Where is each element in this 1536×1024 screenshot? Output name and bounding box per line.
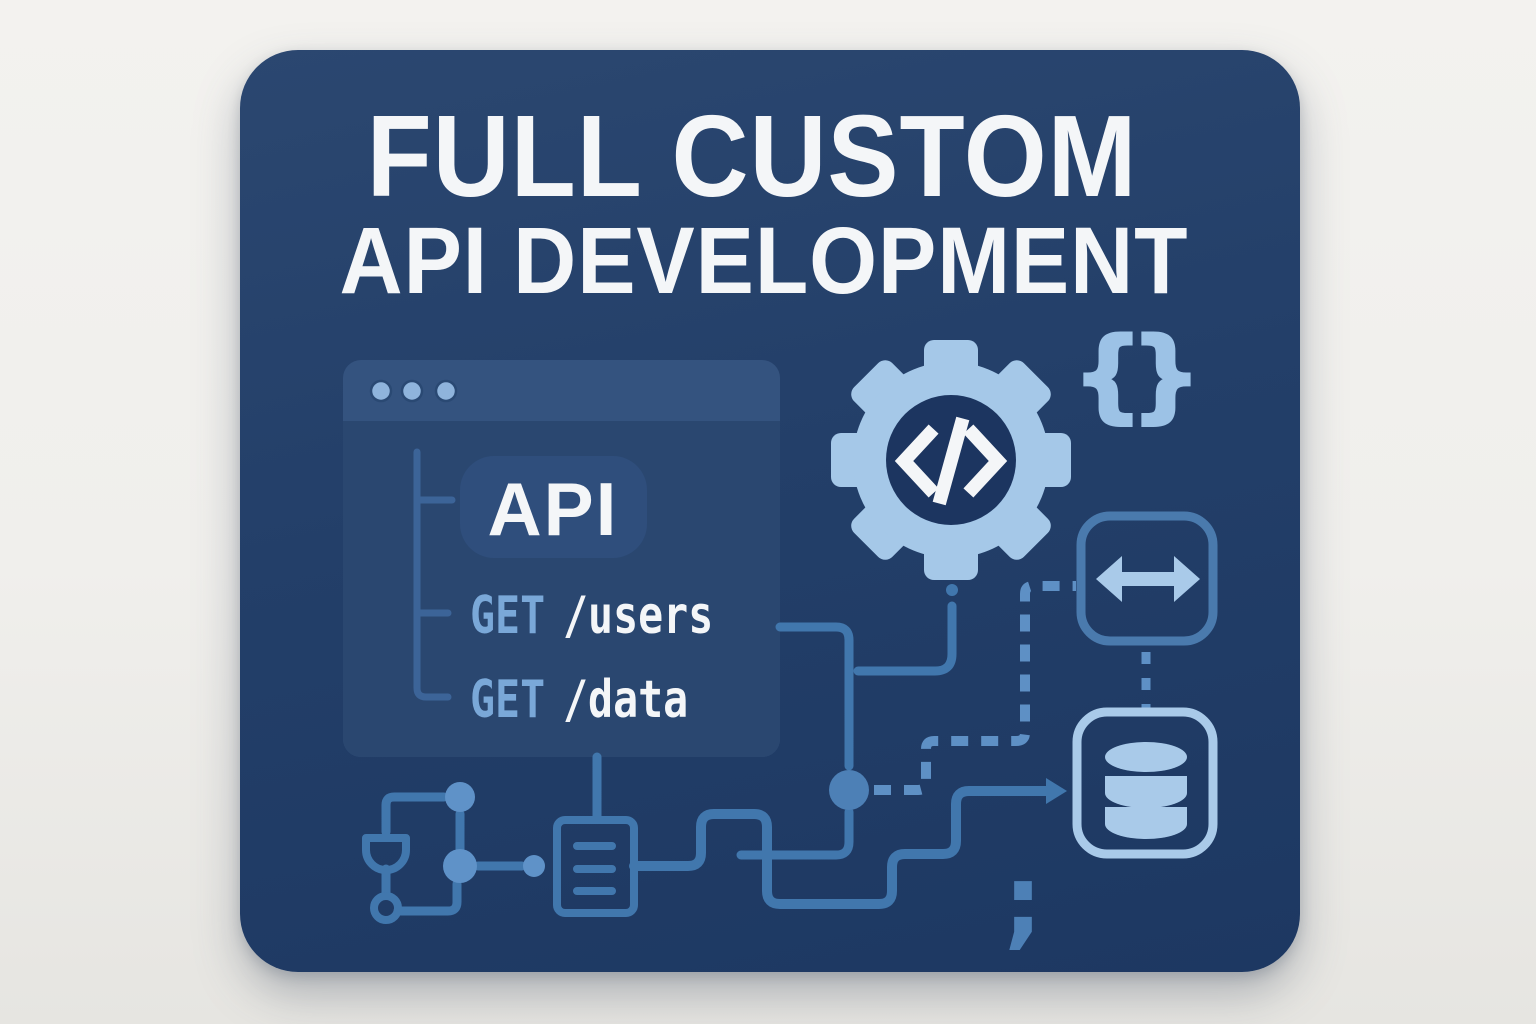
browser-dot [434,379,458,403]
document-icon [553,816,638,917]
code-tag-icon [894,416,1008,506]
brace-right: } [1130,316,1201,433]
database-frame [1072,707,1218,859]
endpoint-0-method: GET [470,586,545,647]
node-tail [736,807,854,860]
flow-lines [592,584,1067,909]
circuit-node [445,782,475,812]
title-line-2: API DEVELOPMENT [340,208,1189,314]
sync-arrow-frame [1076,511,1218,646]
browser-window: API GET /users GET /data [343,360,780,757]
browser-traffic-dots [369,379,458,403]
circuit-node [443,849,477,883]
poster-title: FULL CUSTOM API DEVELOPMENT [340,91,1189,314]
circuit-left [362,782,545,924]
endpoint-tree [413,448,456,701]
gear-icon [831,340,1071,580]
browser-dot [400,379,424,403]
db-arrowhead [1046,778,1067,804]
endpoint-0-path: /users [563,586,713,647]
brace-left: { [1072,316,1143,433]
title-line-1: FULL CUSTOM [367,91,1138,221]
gear-connector [853,601,957,676]
ring-node [370,892,402,924]
double-arrow-glyph [1096,556,1200,602]
dashed-connector [874,581,1076,795]
endpoint-row: GET /users [470,586,713,647]
braces-icon: { } [1071,315,1203,435]
circuit-line [393,879,462,916]
endpoint-row: GET /data [470,670,688,731]
doc-db-connector [629,786,1051,909]
endpoint-1-path: /data [563,670,688,731]
circuit-node [523,855,545,877]
semicolon-glyph: ; [1003,843,1043,960]
circuit-line [381,792,449,837]
browser-body [343,421,780,757]
endpoint-1-method: GET [470,670,545,731]
users-connector [775,622,854,771]
database-cylinder [1105,742,1187,839]
api-badge [460,456,647,558]
api-badge-label: API [487,467,618,551]
browser-dot [369,379,393,403]
database-icon [1072,707,1218,859]
junction-node [829,770,869,810]
gear-connector-dot [946,584,958,596]
sync-arrow-icon [1076,511,1218,646]
